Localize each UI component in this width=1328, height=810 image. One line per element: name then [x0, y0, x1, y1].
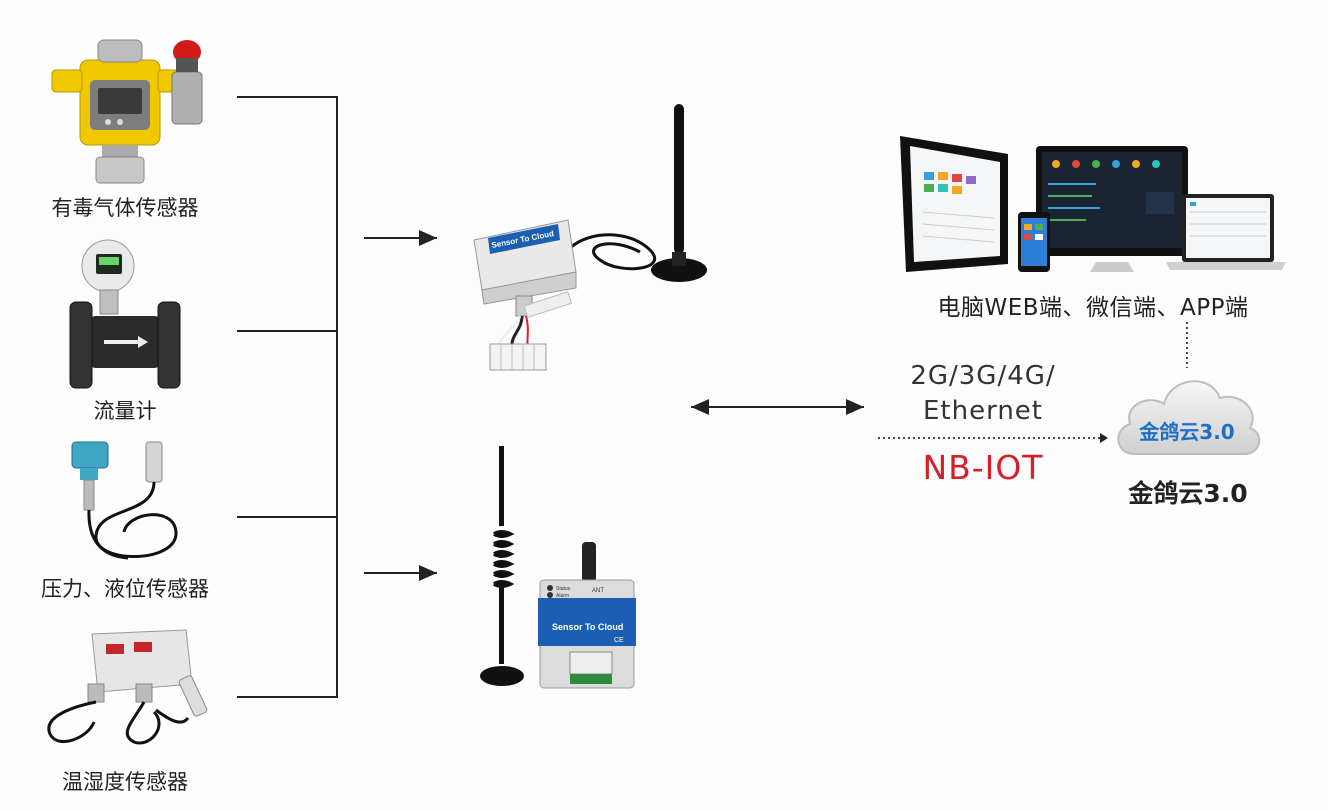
- gateway-bottom-ant-label: ANT: [592, 588, 604, 594]
- gateway-top-icon: Sensor To Cloud: [460, 100, 707, 378]
- sensor-label-flow: 流量计: [93, 399, 157, 423]
- clients-caption: 电脑WEB端、微信端、APP端: [937, 295, 1249, 321]
- gateway-bottom-ce: CE: [614, 637, 624, 644]
- cloud-icon: [1110, 364, 1262, 464]
- cloud-caption: 金鸽云3.0: [1128, 479, 1248, 508]
- gateway-bottom-icon: Sensor To Cloud CE Status Alarm ANT: [478, 444, 658, 692]
- sensor-label-toxic-gas: 有毒气体传感器: [51, 196, 199, 220]
- gateway-bottom-status-label: Status: [556, 586, 571, 592]
- network-label-line1: 2G/3G/4G/: [910, 361, 1056, 391]
- gateway-bottom-alarm-label: Alarm: [556, 593, 569, 599]
- sensor-label-pressure: 压力、液位传感器: [41, 577, 209, 601]
- nbiot-label: NB-IOT: [922, 448, 1044, 487]
- flowmeter-icon: [60, 236, 190, 394]
- thermo-hygrometer-icon: [36, 626, 222, 750]
- gateway-bottom-brand: Sensor To Cloud: [552, 622, 623, 632]
- client-devices-icon: [896, 132, 1288, 274]
- cloud-inner-label: 金鸽云3.0: [1139, 420, 1235, 444]
- sensor-label-temp-humidity: 温湿度传感器: [62, 770, 188, 794]
- network-label-line2: Ethernet: [923, 396, 1043, 426]
- gas-detector-icon: [40, 30, 220, 190]
- pressure-sensor-icon: [58, 436, 198, 568]
